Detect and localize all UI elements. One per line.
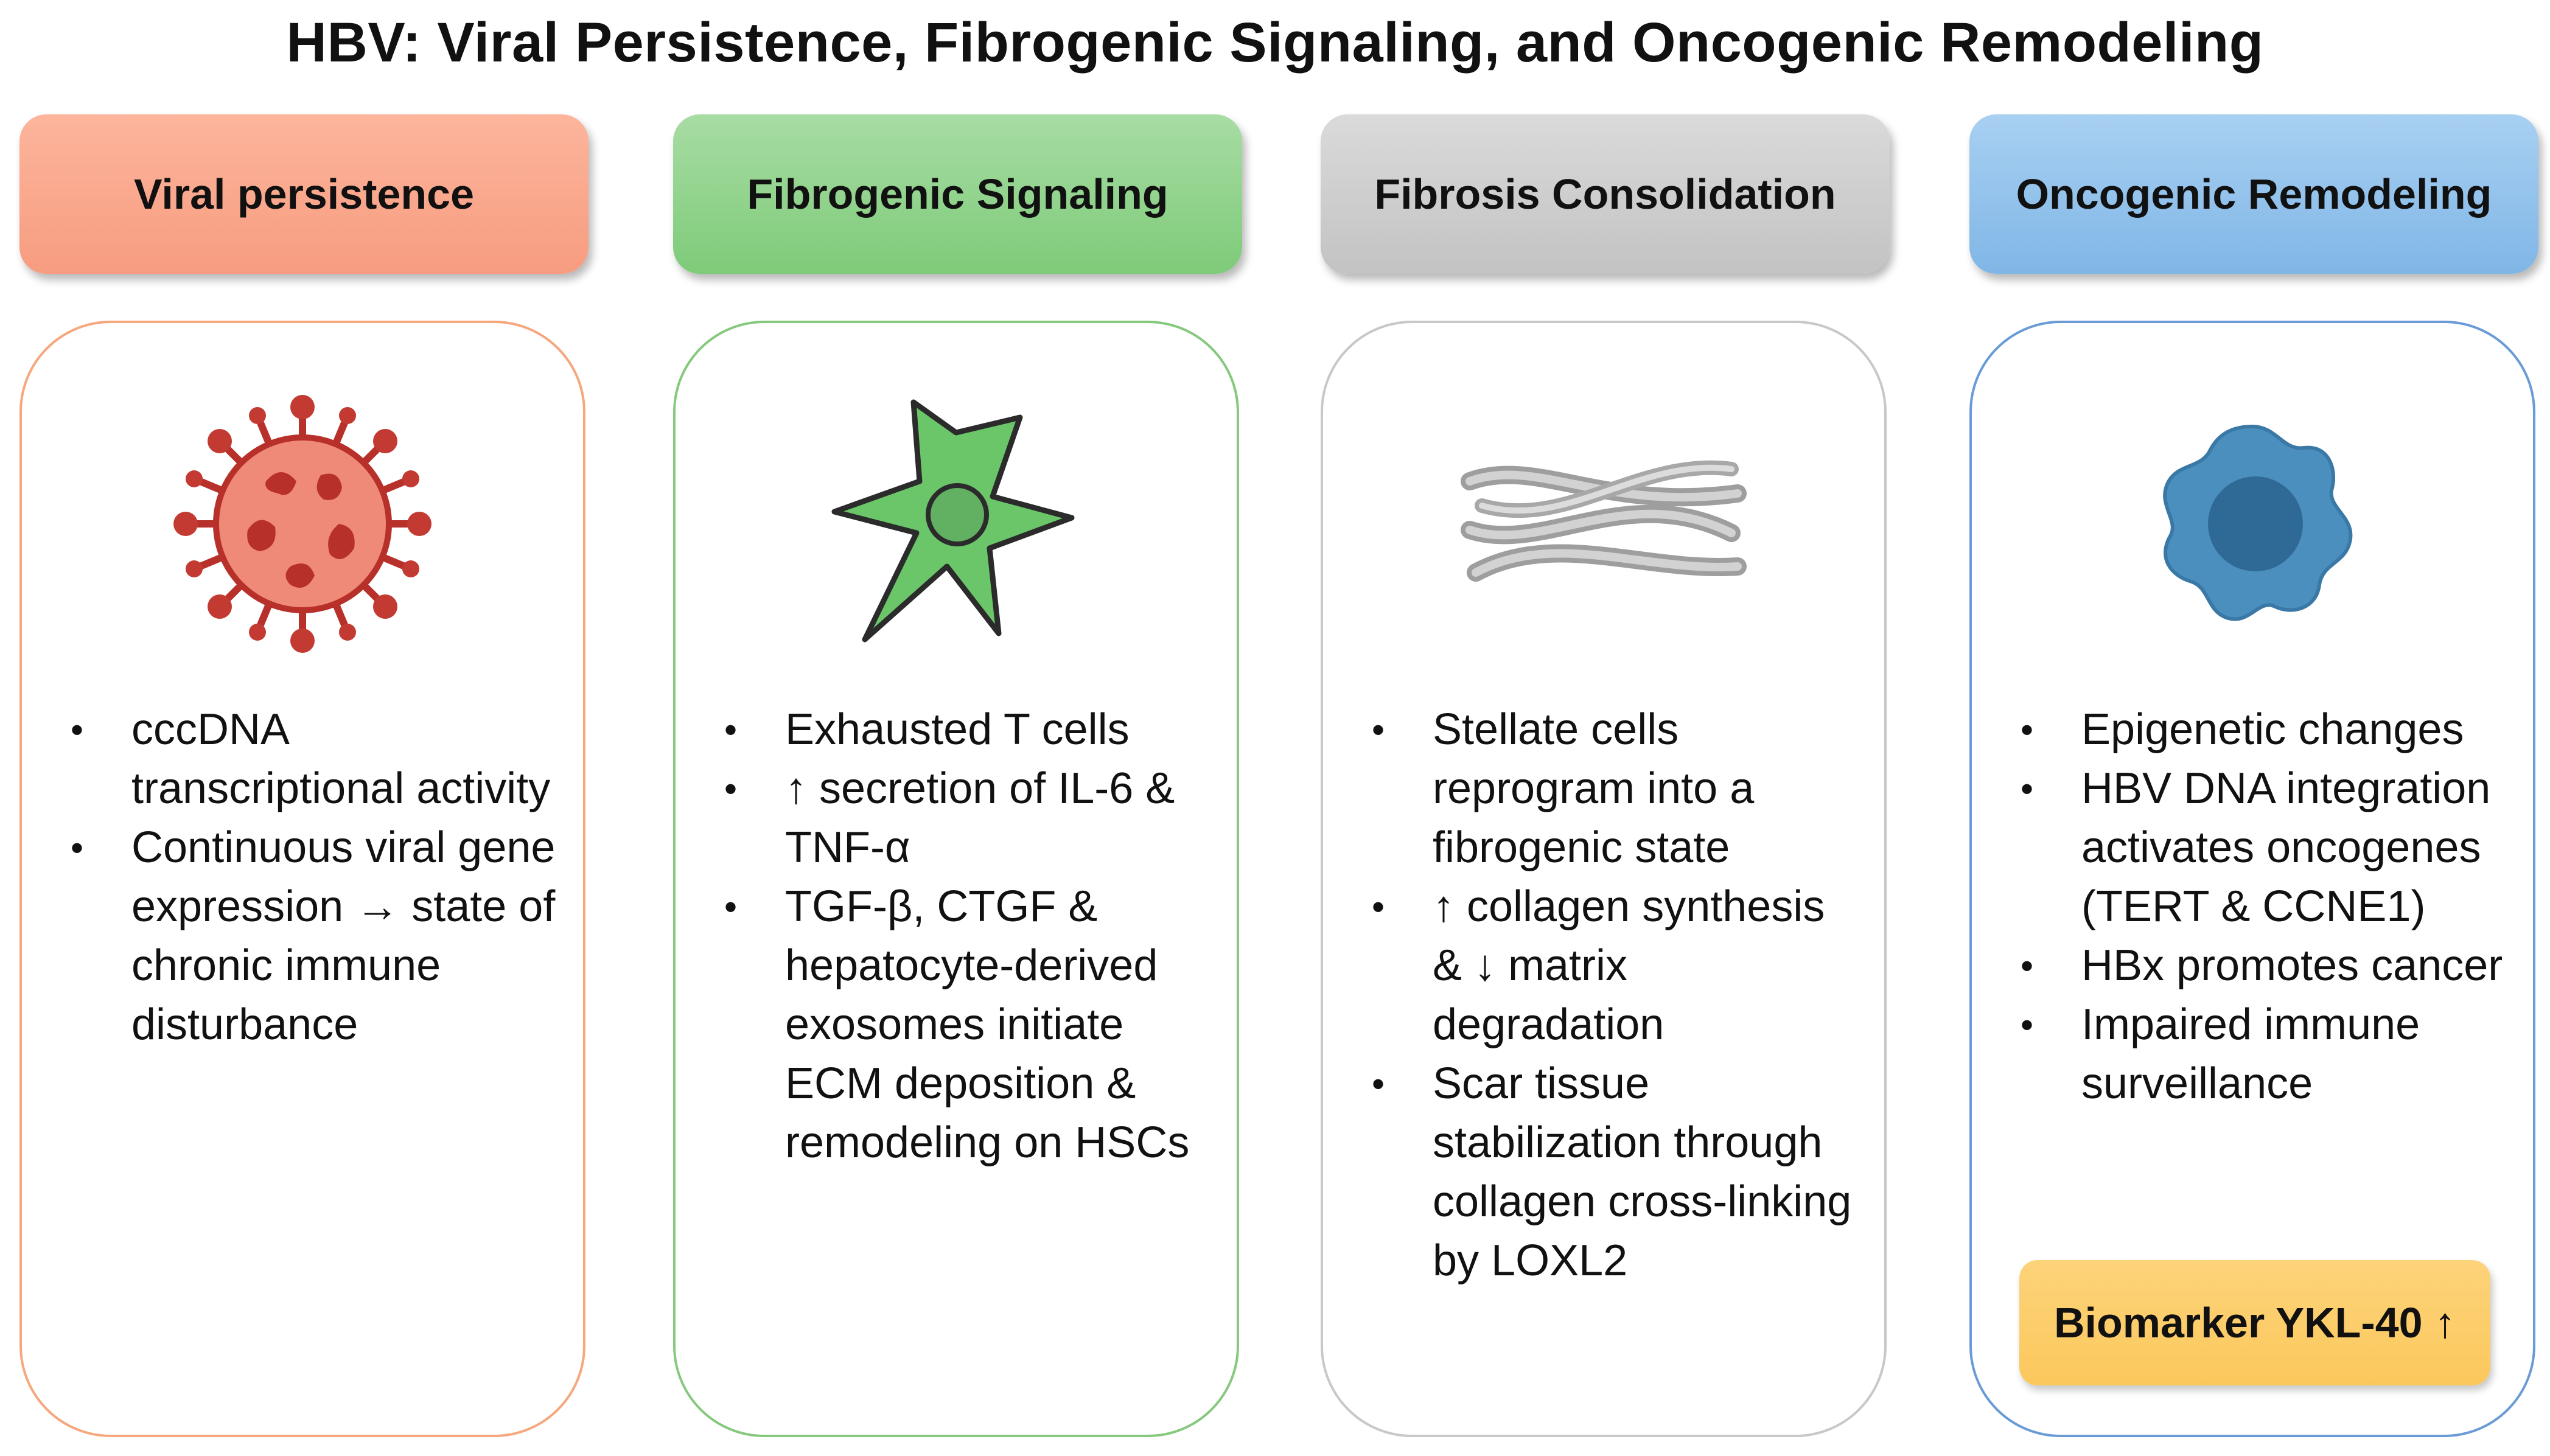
bullet-item: Scar tissue stabilization through collag… bbox=[1372, 1054, 1866, 1291]
bullet-item: Impaired immune surveillance bbox=[2021, 995, 2515, 1113]
stage-header-fibrosis-consolidation: Fibrosis Consolidation bbox=[1321, 114, 1890, 274]
stage-header-oncogenic-remodeling: Oncogenic Remodeling bbox=[1969, 114, 2538, 274]
bullet-item: ↑ collagen synthesis & ↓ matrix degradat… bbox=[1372, 877, 1866, 1054]
bullet-item: Epigenetic changes bbox=[2021, 700, 2515, 759]
bullet-item: Exhausted T cells bbox=[724, 700, 1218, 759]
stellate-cell-icon bbox=[822, 390, 1090, 658]
stage-card-oncogenic-remodeling: Epigenetic changes HBV DNA integration a… bbox=[1969, 321, 2535, 1437]
stage-card-fibrogenic-signaling: Exhausted T cells ↑ secretion of IL-6 & … bbox=[673, 321, 1239, 1437]
bullet-item: ↑ secretion of IL-6 & TNF-α bbox=[724, 759, 1218, 877]
bullet-item: HBV DNA integration activates oncogenes … bbox=[2021, 759, 2515, 936]
stage-header-viral-persistence: Viral persistence bbox=[19, 114, 589, 274]
bullet-item: Continuous viral gene expression → state… bbox=[71, 818, 565, 1054]
bullet-item: cccDNA transcriptional activity bbox=[71, 700, 565, 818]
biomarker-badge: Biomarker YKL-40 ↑ bbox=[2019, 1260, 2490, 1385]
collagen-fibers-icon bbox=[1445, 390, 1762, 658]
stage-card-viral-persistence: cccDNA transcriptional activity Continuo… bbox=[19, 321, 585, 1437]
diagram-title: HBV: Viral Persistence, Fibrogenic Signa… bbox=[286, 12, 2264, 74]
bullet-item: Stellate cells reprogram into a fibrogen… bbox=[1372, 700, 1866, 877]
stage-header-fibrogenic-signaling: Fibrogenic Signaling bbox=[673, 114, 1242, 274]
bullet-item: TGF-β, CTGF & hepatocyte-derived exosome… bbox=[724, 877, 1218, 1172]
stage-card-fibrosis-consolidation: Stellate cells reprogram into a fibrogen… bbox=[1321, 321, 1887, 1437]
tumor-cell-icon bbox=[2119, 390, 2386, 658]
bullet-item: HBx promotes cancer bbox=[2021, 936, 2515, 995]
virus-icon bbox=[169, 390, 436, 658]
